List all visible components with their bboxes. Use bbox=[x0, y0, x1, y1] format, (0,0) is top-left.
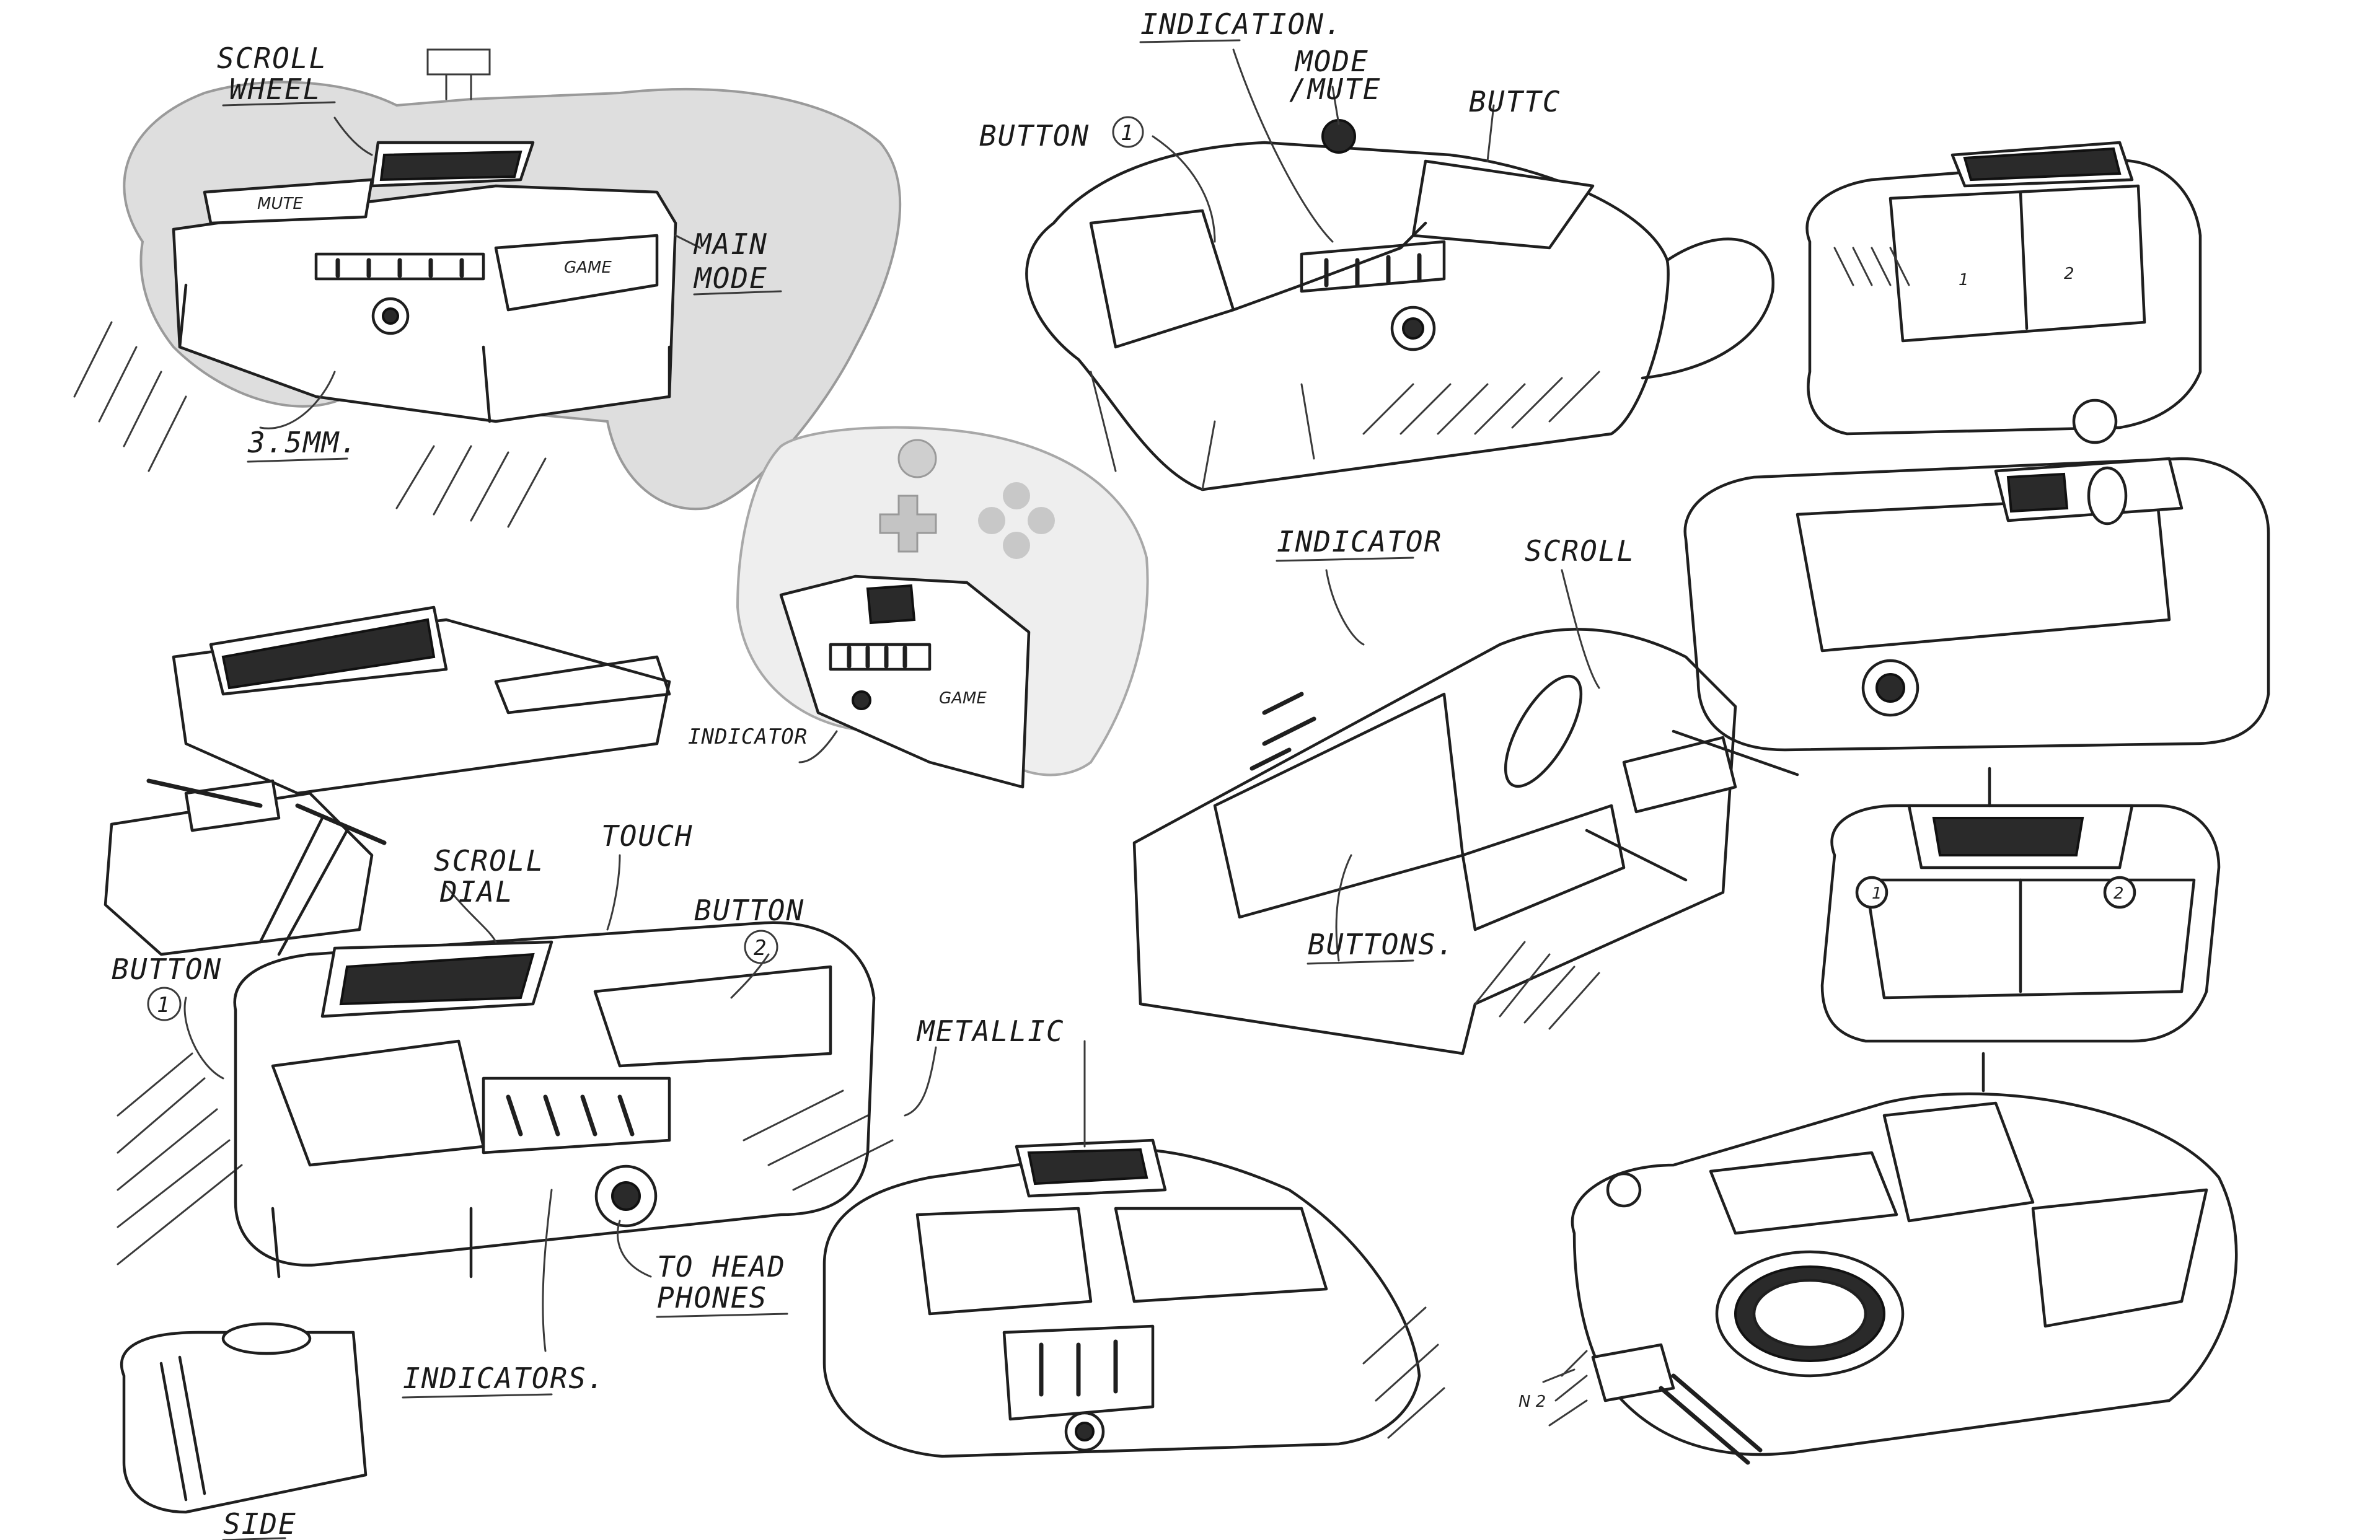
label-button-top-right: BUTTC bbox=[1469, 85, 1561, 118]
label-indication: INDICATION. bbox=[1140, 7, 1343, 41]
label-scroll-right: SCROLL bbox=[1525, 534, 1635, 568]
label-buttons-right: BUTTONS. bbox=[1308, 928, 1455, 961]
label-indicator-mid: INDICATOR bbox=[1277, 525, 1442, 558]
sketch-attachment-top-center bbox=[1025, 119, 1775, 491]
label-button-1-top: BUTTON bbox=[979, 119, 1090, 152]
key-2-label: 2 bbox=[2064, 265, 2074, 283]
label-indicator-small: INDICATOR bbox=[688, 724, 808, 749]
sketch-parts-left-middle bbox=[104, 605, 671, 956]
label-mode-mute-1: MODE bbox=[1294, 45, 1369, 78]
button-2-circle bbox=[744, 930, 778, 964]
label-indicators: INDICATORS. bbox=[403, 1362, 606, 1395]
sketch-attachment-right-middle bbox=[1820, 767, 2221, 1093]
key-1-label: 1 bbox=[1959, 271, 1969, 289]
label-3-5mm: 3.5MM. bbox=[247, 426, 358, 459]
key-n2-label: N 2 bbox=[1518, 1393, 1546, 1411]
leader-lines bbox=[183, 48, 1600, 1383]
key-mute-label: MUTE bbox=[257, 195, 303, 213]
key-circle-1-label: 1 bbox=[1872, 884, 1882, 903]
label-scroll-wheel-2: WHEEL bbox=[229, 73, 321, 106]
label-button-2-num: 2 bbox=[754, 936, 767, 961]
key-circle-2-label: 2 bbox=[2113, 884, 2124, 903]
label-main-mode-1: MAIN bbox=[693, 227, 768, 261]
sketch-side-view bbox=[120, 1322, 368, 1514]
sketch-attachment-lower-left bbox=[117, 921, 894, 1278]
label-scroll-dial-2: DIAL bbox=[439, 875, 514, 909]
hatch-shadow-7 bbox=[117, 1052, 894, 1265]
label-metallic: METALLIC bbox=[916, 1014, 1065, 1048]
button-1-left-circle bbox=[147, 987, 182, 1021]
label-mode-mute-2: /MUTE bbox=[1289, 73, 1381, 106]
hatch-shadow-2 bbox=[1362, 371, 1600, 435]
label-button-1-left: BUTTON bbox=[112, 953, 222, 986]
sketch-controller-with-attachment bbox=[73, 48, 902, 528]
label-to-headphones-2: PHONES bbox=[657, 1281, 767, 1314]
sketch-attachment-bottom-right bbox=[1548, 1092, 2238, 1465]
hatch-shadow-11 bbox=[1548, 1350, 1588, 1427]
annotation-labels: SCROLL WHEEL MAIN MODE 3.5MM. INDICATION… bbox=[112, 7, 1635, 1540]
button-1-top-circle bbox=[1112, 116, 1144, 148]
label-main-mode-2: MODE bbox=[693, 262, 768, 295]
label-scroll-dial-1: SCROLL bbox=[434, 844, 544, 878]
label-button-1-left-num: 1 bbox=[157, 993, 170, 1018]
hatch-shadow-3 bbox=[1833, 247, 1910, 286]
hatch-shadow-1 bbox=[73, 321, 547, 528]
key-game-small-label: GAME bbox=[939, 689, 987, 708]
label-scroll-wheel-1: SCROLL bbox=[217, 42, 327, 75]
sketch-device-scroll-right bbox=[1683, 457, 2270, 752]
hatch-shadow-9 bbox=[1474, 941, 1600, 1030]
sketch-device-top-right bbox=[1805, 141, 2202, 444]
label-button-2: BUTTON bbox=[694, 894, 804, 927]
sketch-attachment-bottom-center bbox=[822, 1138, 1445, 1458]
key-game-label: GAME bbox=[564, 258, 612, 277]
label-touch: TOUCH bbox=[601, 819, 693, 853]
label-side: SIDE bbox=[223, 1507, 297, 1540]
label-to-headphones-1: TO HEAD bbox=[657, 1250, 786, 1283]
hatch-shadow-8 bbox=[1362, 1306, 1445, 1439]
sketch-small-controller-center bbox=[736, 426, 1149, 789]
label-underlines bbox=[222, 39, 1414, 1540]
sketch-attachment-center-right bbox=[1132, 628, 1799, 1055]
label-button-1-top-num: 1 bbox=[1121, 121, 1134, 146]
